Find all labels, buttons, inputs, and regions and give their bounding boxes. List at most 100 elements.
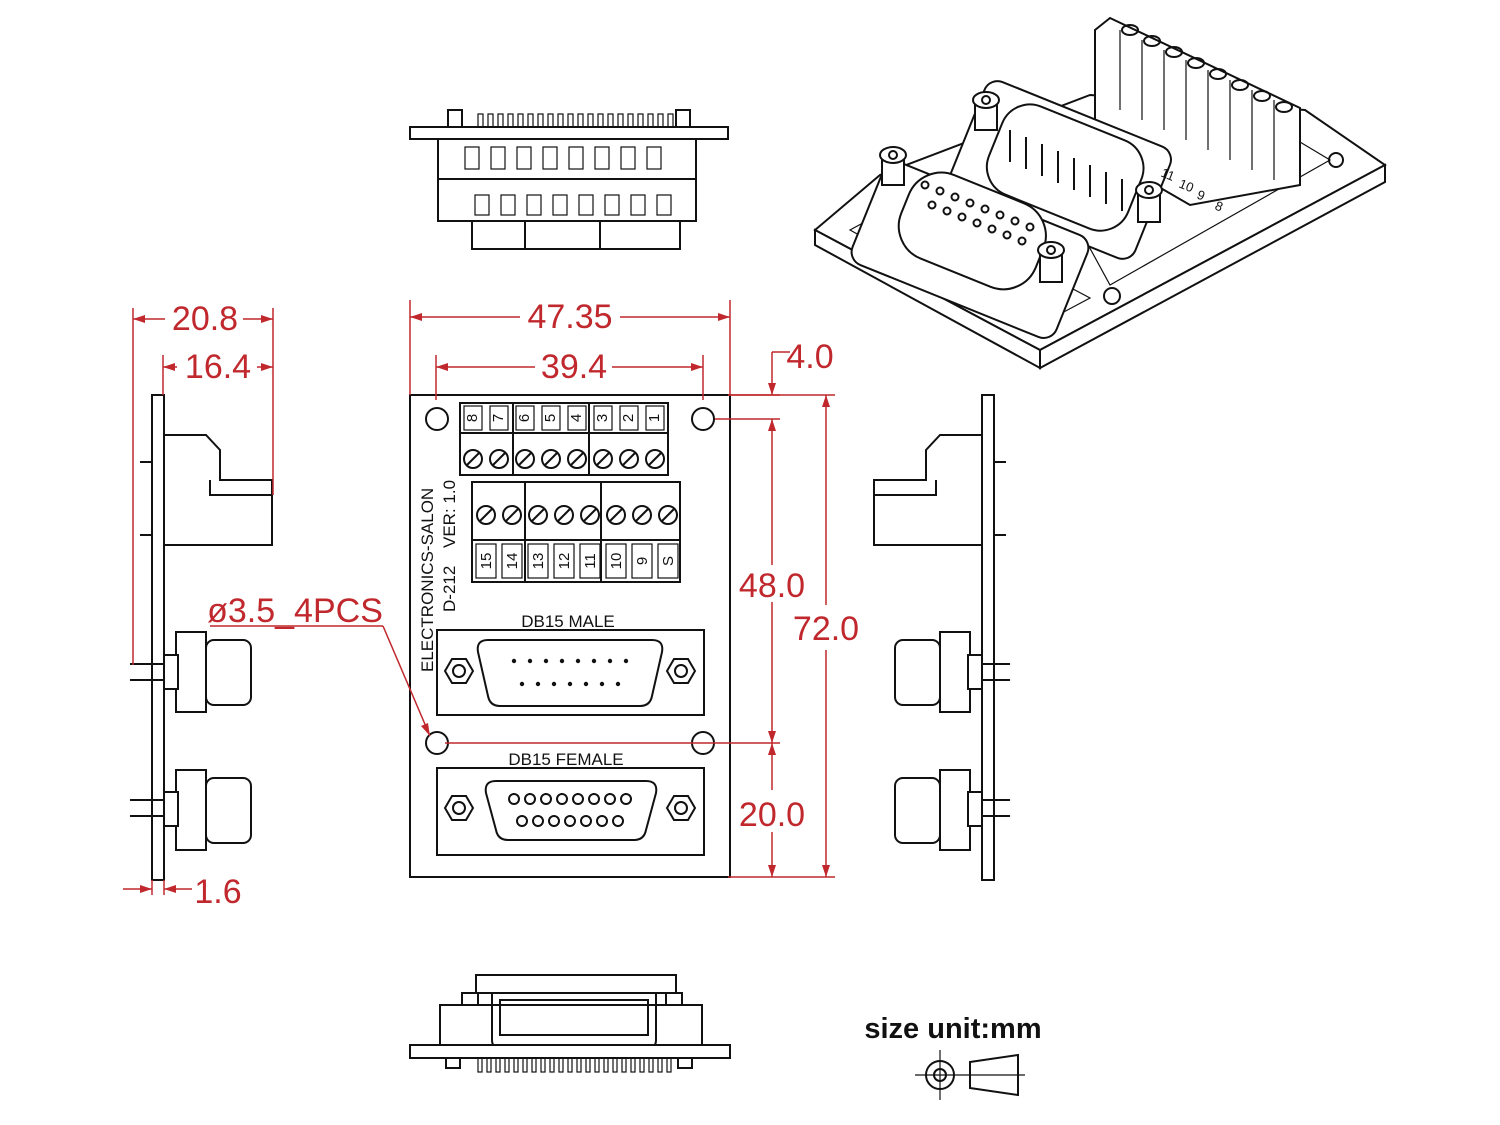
screw-terminal	[619, 449, 639, 469]
solder-pin	[621, 1057, 627, 1073]
db15-female-connector	[436, 767, 705, 856]
brand-text: ELECTRONICS-SALON	[418, 488, 437, 672]
screw-slot	[492, 452, 506, 466]
solder-pin	[639, 1057, 645, 1073]
screw-slot	[479, 508, 493, 522]
wire-slot	[464, 146, 480, 170]
female-socket	[508, 793, 520, 805]
iso-socket	[965, 198, 975, 208]
solder-pin	[504, 1057, 510, 1073]
pin-tooth	[477, 113, 484, 128]
dimension-labels: 47.35 39.4 20.8 16.4 4.0 48.0 72.0 20.0 …	[172, 298, 859, 911]
pin-tooth	[547, 113, 554, 128]
wire-slot	[490, 146, 506, 170]
iso-socket	[920, 180, 930, 190]
dim-overall-width: 47.35	[527, 298, 612, 336]
female-socket	[524, 793, 536, 805]
iso-socket	[942, 206, 952, 216]
wire-slot	[594, 146, 610, 170]
solder-pin	[612, 1057, 618, 1073]
dim-mount-hole: ø3.5_4PCS	[207, 592, 383, 630]
female-socket	[532, 815, 544, 827]
pin-label-top: 3	[594, 414, 611, 422]
wire-slot	[526, 194, 542, 216]
pin-tooth	[507, 113, 514, 128]
iso-socket	[987, 224, 997, 234]
male-pin	[511, 658, 517, 664]
wire-slot	[656, 194, 672, 216]
pin-tooth	[627, 113, 634, 128]
female-socket	[620, 793, 632, 805]
male-pin	[583, 681, 589, 687]
pin-tooth	[657, 113, 664, 128]
right-dsub-female	[894, 769, 1010, 851]
screw-slot	[531, 508, 545, 522]
db15-female-label: DB15 FEMALE	[508, 750, 623, 769]
dim-terminal-width: 39.4	[541, 348, 607, 386]
male-pin	[623, 658, 629, 664]
top-view	[409, 109, 729, 250]
pin-label-box	[515, 405, 535, 431]
screw-slot	[609, 508, 623, 522]
left-side-view	[130, 394, 273, 881]
male-pin	[551, 681, 557, 687]
male-pin	[519, 681, 525, 687]
wire-slot	[646, 146, 662, 170]
pin-label-box	[489, 405, 509, 431]
pin-tooth	[597, 113, 604, 128]
unit-text: size unit:mm	[864, 1013, 1041, 1045]
left-dsub-male	[130, 631, 252, 713]
pin-label-bottom: 12	[556, 553, 573, 570]
screw-terminal	[593, 449, 613, 469]
pin-tooth	[637, 113, 644, 128]
pin-tooth	[487, 113, 494, 128]
iso-socket	[1002, 230, 1012, 240]
iso-socket	[1017, 236, 1027, 246]
solder-pin	[630, 1057, 636, 1073]
screw-terminal	[606, 505, 626, 525]
screw-terminal	[528, 505, 548, 525]
pin-label-bottom: S	[660, 556, 677, 566]
model-text: D-212	[440, 566, 459, 612]
male-pin	[575, 658, 581, 664]
pin-label-box	[527, 543, 549, 579]
solder-pin	[549, 1057, 555, 1073]
version-text: VER: 1.0	[440, 480, 459, 548]
pin-label-box	[541, 405, 561, 431]
iso-screw	[1209, 68, 1227, 80]
wire-slot	[630, 194, 646, 216]
solder-pin	[486, 1057, 492, 1073]
wire-slot	[604, 194, 620, 216]
pin-label-box	[579, 543, 601, 579]
iso-socket	[927, 200, 937, 210]
solder-pin	[576, 1057, 582, 1073]
screw-slot	[635, 508, 649, 522]
screw-slot	[648, 452, 662, 466]
iso-screw	[1275, 101, 1293, 113]
pin-label-top: 4	[568, 414, 585, 422]
wire-slot	[552, 194, 568, 216]
right-dsub-male	[894, 631, 1010, 713]
screw-terminal	[645, 449, 665, 469]
projection-cone	[969, 1053, 1019, 1097]
unit-legend: size unit:mm	[864, 1013, 1042, 1100]
solder-pin	[477, 1057, 483, 1073]
screw-terminal	[463, 449, 483, 469]
pin-label-box	[657, 543, 679, 579]
female-socket	[548, 815, 560, 827]
iso-socket	[957, 212, 967, 222]
solder-pin	[513, 1057, 519, 1073]
wire-slot	[578, 194, 594, 216]
iso-socket	[1025, 222, 1035, 232]
iso-screw	[1187, 57, 1205, 69]
male-pin	[599, 681, 605, 687]
pin-label-top: 5	[542, 414, 559, 422]
screw-slot	[570, 452, 584, 466]
male-pin	[607, 658, 613, 664]
solder-pin	[567, 1057, 573, 1073]
screw-terminal	[658, 505, 678, 525]
iso-screw	[1231, 79, 1249, 91]
female-socket	[516, 815, 528, 827]
pin-tooth	[557, 113, 564, 128]
